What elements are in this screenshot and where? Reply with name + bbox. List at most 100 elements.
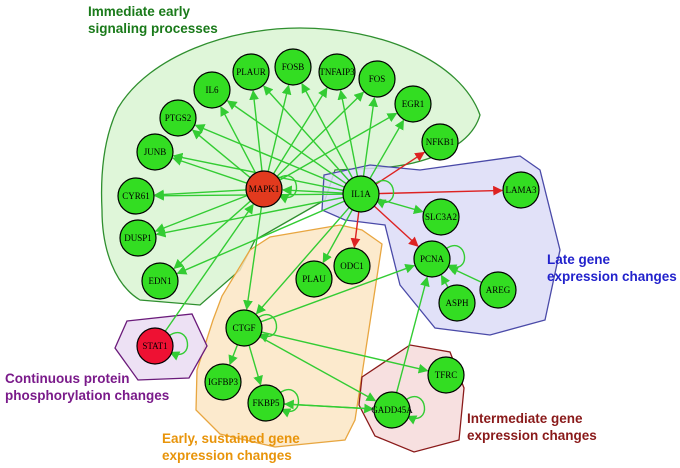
node-label-ptgs2: PTGS2: [165, 113, 192, 123]
node-circle-fkbp5[interactable]: [247, 384, 285, 422]
node-circle-ctgf[interactable]: [225, 309, 263, 347]
node-label-asph: ASPH: [445, 298, 469, 308]
node-circle-igfbp3[interactable]: [204, 363, 242, 401]
node-circle-stat1[interactable]: [136, 327, 174, 365]
label-late-line2: expression changes: [547, 269, 677, 284]
edge-mapk1-to-dusp1: [154, 194, 248, 233]
node-asph[interactable]: ASPH: [438, 284, 476, 322]
node-circle-il6[interactable]: [193, 71, 231, 109]
node-circle-odc1[interactable]: [333, 247, 371, 285]
node-igfbp3[interactable]: IGFBP3: [204, 363, 242, 401]
node-label-tfrc: TFRC: [435, 370, 458, 380]
node-circle-pcna[interactable]: [413, 240, 451, 278]
node-label-plau: PLAU: [302, 274, 326, 284]
node-lama3[interactable]: LAMA3: [502, 171, 540, 209]
edge-il1a-to-il6: [226, 100, 347, 185]
self-loop-il1a: [374, 179, 395, 209]
node-stat1[interactable]: STAT1: [136, 327, 174, 365]
node-label-odc1: ODC1: [340, 261, 364, 271]
edge-mapk1-to-junb: [172, 156, 248, 184]
node-nfkb1[interactable]: NFKB1: [421, 123, 459, 161]
node-label-il6: IL6: [206, 85, 219, 95]
node-label-pcna: PCNA: [420, 254, 445, 264]
edge-ctgf-to-gadd45a: [259, 336, 377, 402]
node-circle-fosb[interactable]: [274, 48, 312, 86]
node-fos[interactable]: FOS: [358, 60, 396, 98]
edge-il1a-to-plaur: [263, 85, 350, 182]
node-circle-edn1[interactable]: [141, 262, 179, 300]
node-circle-slc3a2[interactable]: [422, 198, 460, 236]
node-pcna[interactable]: PCNA: [413, 240, 451, 278]
self-loop-ctgf: [257, 313, 278, 343]
node-circle-tfrc[interactable]: [427, 356, 465, 394]
node-circle-dusp1[interactable]: [119, 219, 157, 257]
edge-ctgf-to-pcna: [260, 263, 416, 323]
node-dusp1[interactable]: DUSP1: [119, 219, 157, 257]
node-il1a[interactable]: IL1A: [342, 175, 380, 213]
node-label-ctgf: CTGF: [232, 323, 255, 333]
node-circle-il1a[interactable]: [342, 175, 380, 213]
node-ctgf[interactable]: CTGF: [225, 309, 263, 347]
node-label-fkbp5: FKBP5: [252, 398, 280, 408]
node-label-tnfaip3: TNFAIP3: [319, 67, 355, 77]
node-mapk1[interactable]: MAPK1: [245, 170, 283, 208]
label-continuous-line1: Continuous protein: [5, 371, 129, 386]
node-label-slc3a2: SLC3A2: [425, 212, 457, 222]
node-il6[interactable]: IL6: [193, 71, 231, 109]
label-immediate-line2: signaling processes: [88, 21, 218, 36]
edge-gadd45a-to-pcna: [395, 276, 430, 393]
node-plaur[interactable]: PLAUR: [232, 53, 270, 91]
edge-stat1-to-mapk1: [164, 203, 254, 332]
label-intermediate-line2: expression changes: [467, 428, 597, 443]
node-label-cyr61: CYR61: [122, 191, 150, 201]
node-circle-nfkb1[interactable]: [421, 123, 459, 161]
label-early-line1: Early, sustained gene: [162, 431, 300, 446]
node-circle-plaur[interactable]: [232, 53, 270, 91]
node-label-mapk1: MAPK1: [249, 184, 280, 194]
node-areg[interactable]: AREG: [479, 271, 517, 309]
node-circle-areg[interactable]: [479, 271, 517, 309]
node-fosb[interactable]: FOSB: [274, 48, 312, 86]
edge-mapk1-to-tnfaip3: [272, 87, 328, 175]
node-label-gadd45a: GADD45A: [371, 405, 413, 415]
edge-il1a-to-odc1: [350, 211, 361, 249]
edge-il1a-to-lama3: [378, 185, 503, 196]
node-junb[interactable]: JUNB: [136, 133, 174, 171]
node-circle-fos[interactable]: [358, 60, 396, 98]
edge-ctgf-to-igfbp3: [228, 344, 239, 366]
node-circle-egr1[interactable]: [394, 85, 432, 123]
node-circle-plau[interactable]: [295, 260, 333, 298]
node-fkbp5[interactable]: FKBP5: [247, 384, 285, 422]
node-label-edn1: EDN1: [149, 276, 172, 286]
node-circle-lama3[interactable]: [502, 171, 540, 209]
node-plau[interactable]: PLAU: [295, 260, 333, 298]
node-gadd45a[interactable]: GADD45A: [371, 391, 413, 429]
node-odc1[interactable]: ODC1: [333, 247, 371, 285]
edge-il1a-to-plau: [322, 209, 353, 264]
node-circle-junb[interactable]: [136, 133, 174, 171]
edge-il1a-to-fosb: [301, 82, 354, 179]
node-circle-ptgs2[interactable]: [159, 99, 197, 137]
edge-il1a-to-egr1: [369, 119, 405, 179]
node-circle-mapk1[interactable]: [245, 170, 283, 208]
node-edn1[interactable]: EDN1: [141, 262, 179, 300]
node-cyr61[interactable]: CYR61: [117, 177, 155, 215]
edge-asph-to-pcna: [440, 274, 451, 288]
node-slc3a2[interactable]: SLC3A2: [422, 198, 460, 236]
node-ptgs2[interactable]: PTGS2: [159, 99, 197, 137]
edge-ctgf-to-fkbp5: [248, 345, 263, 386]
label-late-line1: Late gene: [547, 252, 611, 267]
node-circle-cyr61[interactable]: [117, 177, 155, 215]
node-circle-gadd45a[interactable]: [373, 391, 411, 429]
node-circle-tnfaip3[interactable]: [318, 53, 356, 91]
node-tnfaip3[interactable]: TNFAIP3: [318, 53, 356, 91]
self-loop-fkbp5: [279, 388, 300, 418]
edge-il1a-to-tnfaip3: [337, 89, 359, 177]
node-label-areg: AREG: [486, 285, 511, 295]
edge-il1a-to-fos: [362, 96, 379, 177]
node-egr1[interactable]: EGR1: [394, 85, 432, 123]
node-circle-asph[interactable]: [438, 284, 476, 322]
node-tfrc[interactable]: TFRC: [427, 356, 465, 394]
